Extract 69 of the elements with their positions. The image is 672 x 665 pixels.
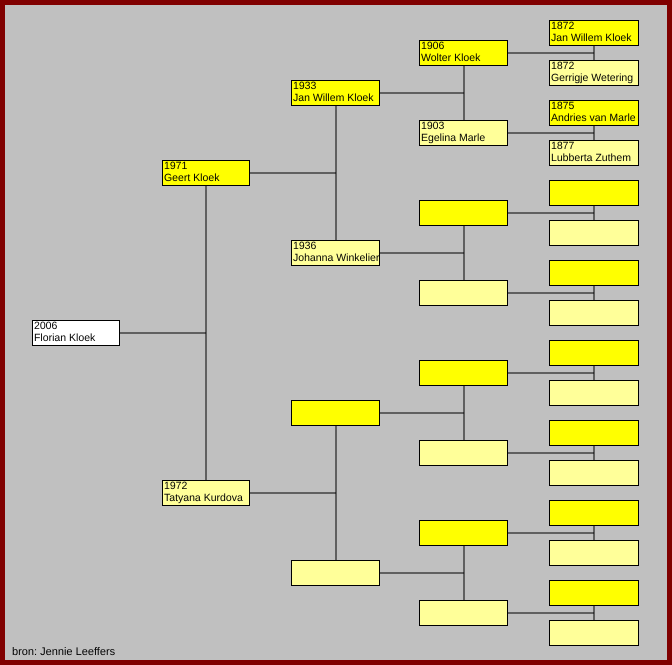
empty-person-box [549, 420, 639, 446]
empty-person-box [291, 400, 380, 426]
empty-person-box [549, 300, 639, 326]
person-box [291, 240, 380, 266]
birth-year: 1877 [551, 141, 576, 152]
birth-year: 1906 [421, 41, 446, 52]
empty-person-box [549, 340, 639, 366]
empty-person-box [549, 220, 639, 246]
person-name: Egelina Marle [421, 132, 486, 144]
connector-line [380, 412, 464, 440]
person-name: Florian Kloek [34, 332, 96, 344]
person-name: Geert Kloek [164, 172, 220, 184]
empty-person-box [549, 460, 639, 486]
birth-year: 1936 [293, 241, 318, 252]
empty-person-box [419, 360, 508, 386]
empty-person-box [549, 500, 639, 526]
empty-person-box [549, 620, 639, 646]
empty-person-box [549, 580, 639, 606]
person-name: Johanna Winkelier [293, 252, 379, 264]
connector-line [380, 572, 464, 600]
connector-line [508, 612, 594, 620]
connector-line [508, 372, 594, 380]
birth-year: 1872 [551, 21, 576, 32]
person-name: Gerrigje Wetering [551, 72, 634, 84]
birth-year: 1903 [421, 121, 446, 132]
empty-person-box [419, 200, 508, 226]
empty-person-box [419, 520, 508, 546]
person-box [549, 60, 639, 86]
connector-line [380, 252, 464, 280]
person-box [32, 320, 120, 346]
source-note: bron: Jennie Leeffers [12, 645, 116, 660]
connector-line [508, 212, 594, 220]
empty-person-box [419, 280, 508, 306]
person-box [549, 100, 639, 126]
empty-person-box [419, 440, 508, 466]
empty-person-box [291, 560, 380, 586]
empty-person-box [549, 540, 639, 566]
birth-year: 1972 [164, 481, 188, 492]
empty-person-box [549, 260, 639, 286]
empty-person-box [549, 380, 639, 406]
person-box [162, 480, 250, 506]
birth-year: 1872 [551, 61, 576, 72]
person-name: Tatyana Kurdova [164, 492, 244, 504]
person-name: Jan Willem Kloek [551, 32, 633, 44]
connector-line [508, 132, 594, 140]
person-name: Andries van Marle [551, 112, 637, 124]
empty-person-box [419, 600, 508, 626]
person-box [549, 140, 639, 166]
connector-line [508, 292, 594, 300]
person-box [549, 20, 639, 46]
connector-line [250, 172, 336, 240]
connector-line [508, 452, 594, 460]
person-box [419, 120, 508, 146]
connector-line [120, 332, 206, 480]
person-box [162, 160, 250, 186]
person-name: Lubberta Zuthem [551, 152, 632, 164]
connector-line [250, 492, 336, 560]
birth-year: 1971 [164, 161, 188, 172]
birth-year: 1875 [551, 101, 576, 112]
empty-person-box [549, 180, 639, 206]
connector-line [508, 532, 594, 540]
connector-line [380, 92, 464, 120]
person-box [419, 40, 508, 66]
birth-year: 2006 [34, 321, 58, 332]
person-name: Wolter Kloek [421, 52, 482, 64]
person-name: Jan Willem Kloek [293, 92, 375, 104]
person-box [291, 80, 380, 106]
connector-line [508, 52, 594, 60]
birth-year: 1933 [293, 81, 318, 92]
